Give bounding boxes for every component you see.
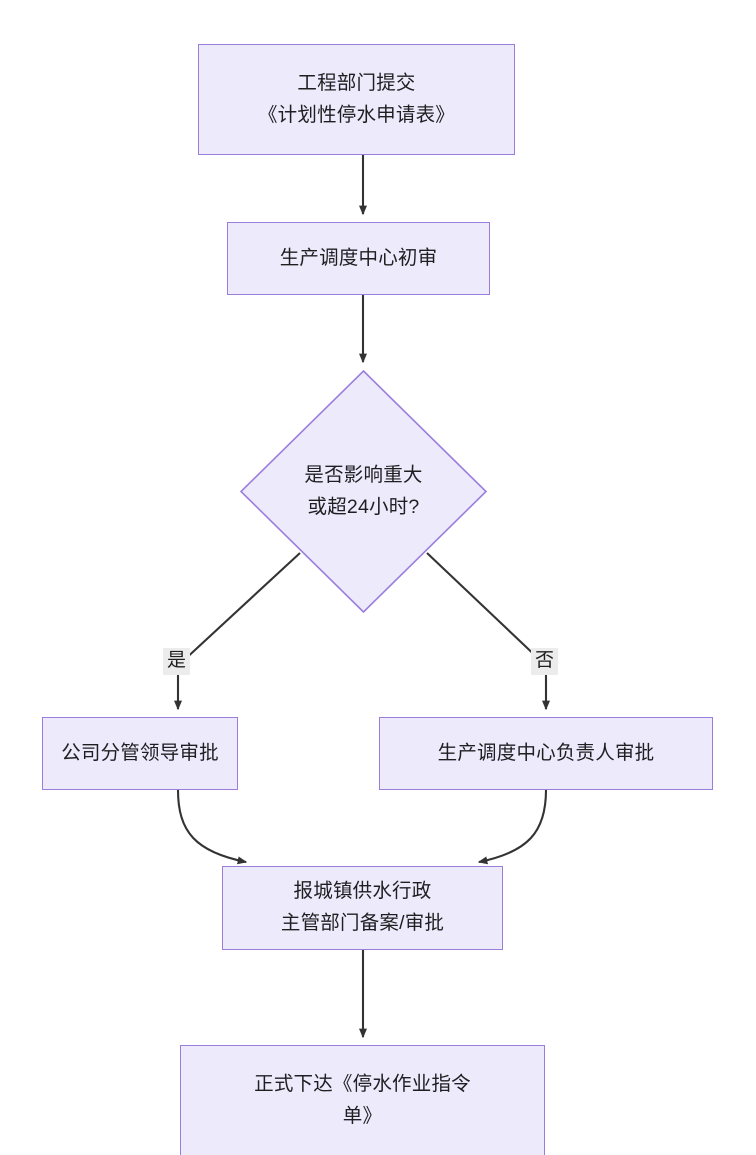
edge-n4-n6 [176,789,248,865]
node-dispatch-head-approval[interactable]: 生产调度中心负责人审批 [379,717,713,790]
node-engineering-submit[interactable]: 工程部门提交 《计划性停水申请表》 [198,44,515,155]
edge-label-yes: 是 [163,648,191,675]
node-label: 生产调度中心负责人审批 [437,741,655,764]
node-municipal-filing[interactable]: 报城镇供水行政 主管部门备案/审批 [222,866,503,950]
diamond-shape [240,370,487,613]
node-label: 公司分管领导审批 [61,741,219,764]
node-dispatch-center-review[interactable]: 生产调度中心初审 [227,222,490,295]
edge-n5-n6 [477,789,548,865]
node-label: 是否影响重大 或超24小时? [304,463,423,518]
node-decision-major-impact[interactable]: 是否影响重大 或超24小时? [240,370,487,613]
node-label: 正式下达《停水作业指令 单》 [254,1073,471,1127]
node-company-leader-approval[interactable]: 公司分管领导审批 [42,717,238,790]
node-label: 工程部门提交 《计划性停水申请表》 [257,71,455,126]
node-label: 报城镇供水行政 主管部门备案/审批 [280,880,445,934]
node-issue-shutdown-order[interactable]: 正式下达《停水作业指令 单》 [180,1045,545,1155]
edge-label-no: 否 [531,648,559,675]
node-label: 生产调度中心初审 [279,246,438,269]
